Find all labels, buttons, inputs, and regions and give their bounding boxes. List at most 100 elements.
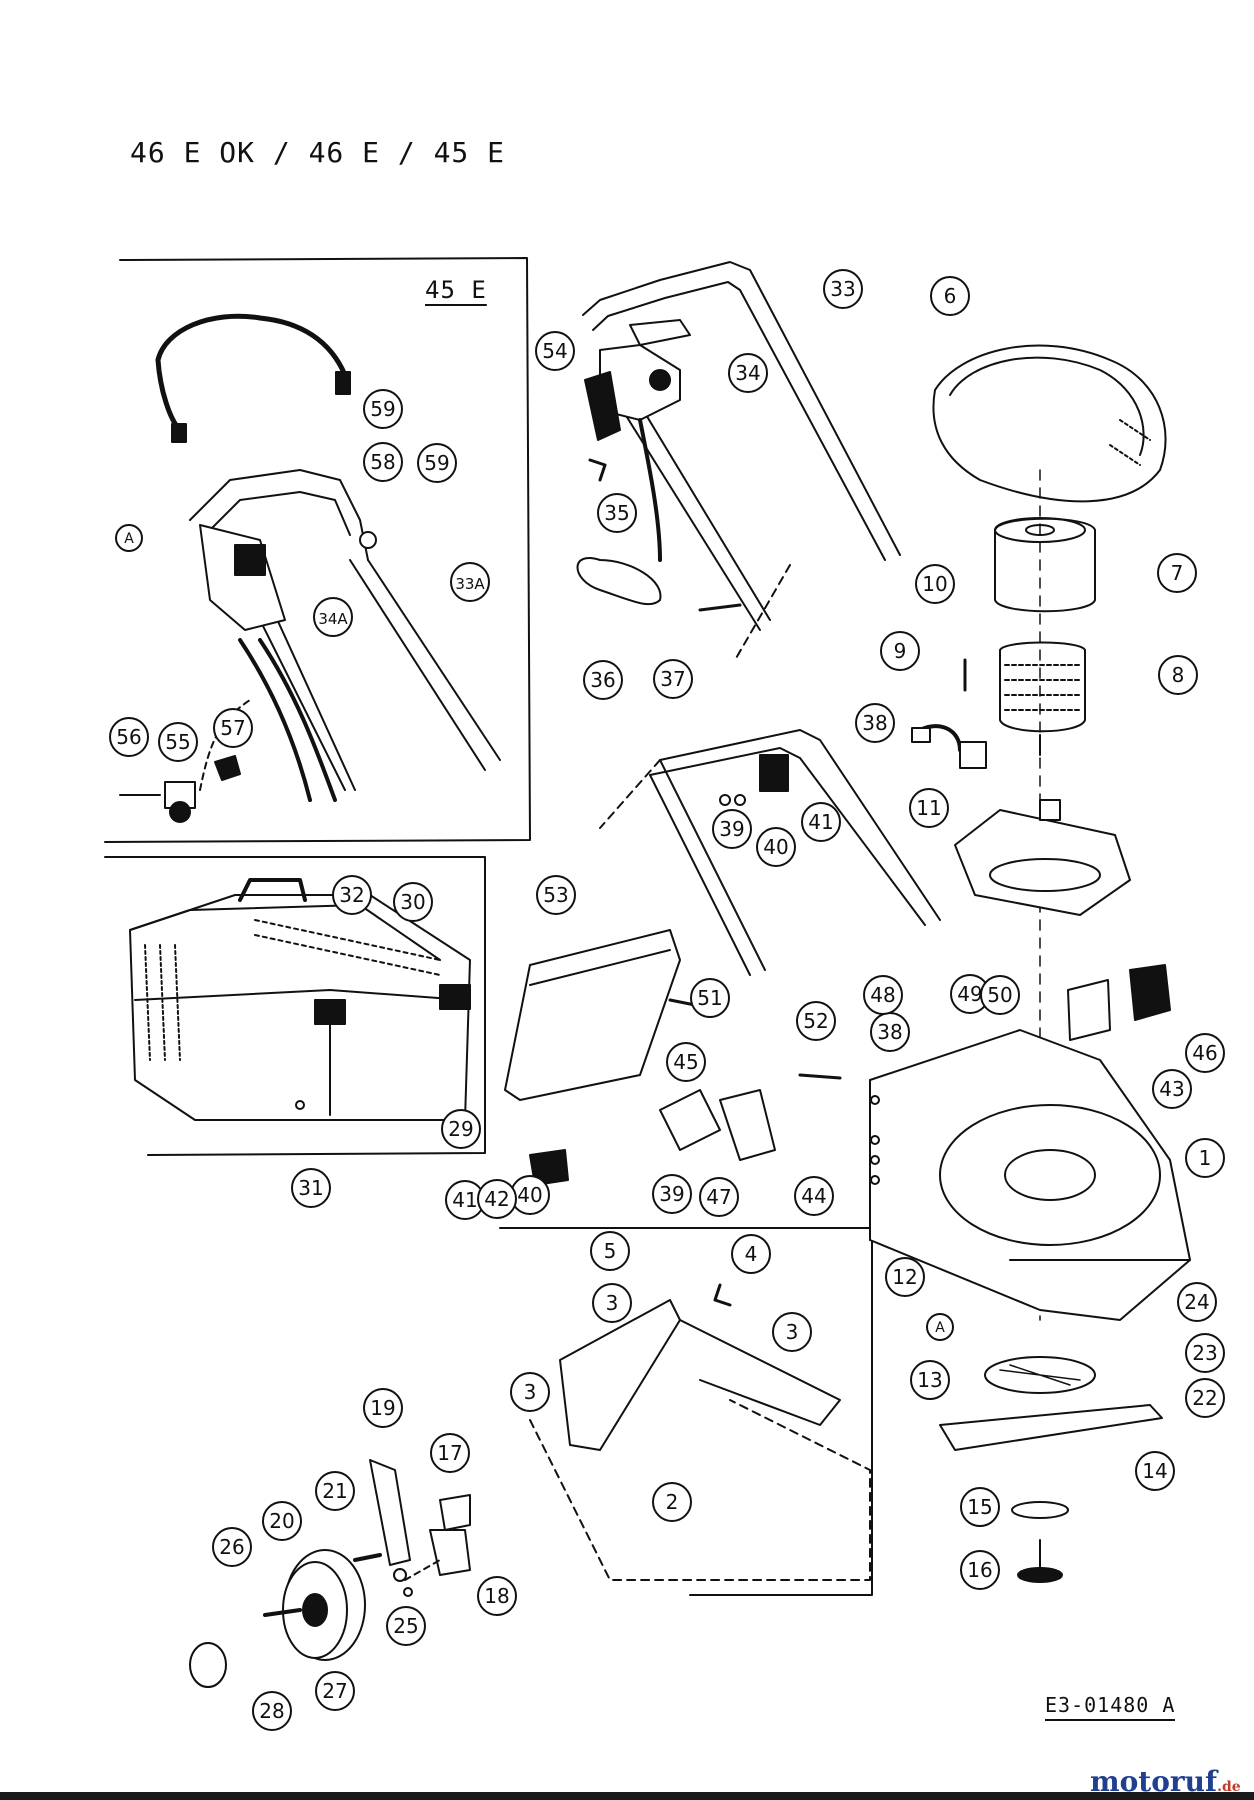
callout-part-59: 59 — [363, 389, 403, 429]
callout-label: 50 — [987, 983, 1012, 1007]
callout-label: 52 — [803, 1009, 828, 1033]
callout-circle — [1177, 1282, 1217, 1322]
callout-label: 30 — [400, 890, 425, 914]
callout-label: 31 — [298, 1176, 323, 1200]
callout-part-15: 15 — [960, 1487, 1000, 1527]
callout-circle — [863, 975, 903, 1015]
callout-circle — [535, 331, 575, 371]
callout-part-24: 24 — [1177, 1282, 1217, 1322]
blade-assembly-drawing — [939, 1356, 1163, 1583]
callout-label: 29 — [448, 1117, 473, 1141]
callout-circle — [796, 1001, 836, 1041]
callout-part-39: 39 — [652, 1174, 692, 1214]
callout-label: 28 — [259, 1699, 284, 1723]
motor-mount-drawing — [954, 799, 1131, 916]
callout-circle — [417, 443, 457, 483]
callout-circle — [1185, 1378, 1225, 1418]
callout-circle — [252, 1691, 292, 1731]
callout-circle — [980, 975, 1020, 1015]
callout-label: 55 — [165, 730, 190, 754]
cable-tie-drawing — [576, 458, 742, 612]
callout-circle — [510, 1372, 550, 1412]
callout-label: 17 — [437, 1441, 462, 1465]
callout-part-14: 14 — [1135, 1451, 1175, 1491]
callout-circle — [597, 493, 637, 533]
callout-part-33: 33 — [823, 269, 863, 309]
callout-part-32: 32 — [332, 875, 372, 915]
callout-part-21: 21 — [315, 1471, 355, 1511]
callout-part-56: 56 — [109, 717, 149, 757]
callout-part-39: 39 — [712, 809, 752, 849]
callout-circle — [1185, 1138, 1225, 1178]
callout-label: 37 — [660, 667, 685, 691]
callout-label: 32 — [339, 883, 364, 907]
drawing-reference: E3-01480 A — [1045, 1693, 1176, 1721]
callout-label: 41 — [452, 1188, 477, 1212]
callout-part-16: 16 — [960, 1550, 1000, 1590]
callout-label: 35 — [604, 501, 629, 525]
callout-label: 56 — [116, 725, 141, 749]
callout-label: 36 — [590, 668, 615, 692]
callout-part-3: 3 — [592, 1283, 632, 1323]
callout-part-4: 4 — [731, 1234, 771, 1274]
callout-circle — [855, 703, 895, 743]
callout-circle — [291, 1168, 331, 1208]
callout-label: 18 — [484, 1584, 509, 1608]
callout-part-34: 34 — [728, 353, 768, 393]
callout-circle — [960, 1550, 1000, 1590]
callout-circle — [430, 1433, 470, 1473]
callout-part-36: 36 — [583, 660, 623, 700]
callout-label: 20 — [269, 1509, 294, 1533]
callout-circle — [109, 717, 149, 757]
callout-circle — [690, 978, 730, 1018]
callout-circle — [652, 1174, 692, 1214]
callout-label: 23 — [1192, 1341, 1217, 1365]
callout-circle — [363, 442, 403, 482]
callout-part-41: 41 — [801, 802, 841, 842]
callout-part-3: 3 — [510, 1372, 550, 1412]
callout-part-13: 13 — [910, 1360, 950, 1400]
callout-circle — [590, 1231, 630, 1271]
callout-circle — [728, 353, 768, 393]
callout-part-48: 48 — [863, 975, 903, 1015]
mower-deck-drawing — [869, 1029, 1191, 1321]
callout-label: 38 — [862, 711, 887, 735]
callout-part-12: 12 — [885, 1257, 925, 1297]
callout-part-47: 47 — [699, 1177, 739, 1217]
callout-part-37: 37 — [653, 659, 693, 699]
callout-part-55: 55 — [158, 722, 198, 762]
callout-label: 34A — [318, 610, 348, 628]
callout-label: 42 — [484, 1187, 509, 1211]
callout-circle — [652, 1482, 692, 1522]
callout-part-7: 7 — [1157, 553, 1197, 593]
callout-label: 14 — [1142, 1459, 1167, 1483]
callout-part-19: 19 — [363, 1388, 403, 1428]
callout-label: 34 — [735, 361, 760, 385]
callout-circle — [441, 1109, 481, 1149]
callout-part-52: 52 — [796, 1001, 836, 1041]
callout-part-31: 31 — [291, 1168, 331, 1208]
callout-part-27: 27 — [315, 1671, 355, 1711]
callout-circle — [823, 269, 863, 309]
callout-circle — [915, 564, 955, 604]
callout-circle — [536, 875, 576, 915]
callout-label: 19 — [370, 1396, 395, 1420]
inset-label: 45 E — [425, 276, 487, 304]
callout-part-53: 53 — [536, 875, 576, 915]
callout-circle — [315, 1471, 355, 1511]
callout-part-42: 42 — [477, 1179, 517, 1219]
callout-label: 11 — [916, 796, 941, 820]
callout-label: 16 — [967, 1558, 992, 1582]
callout-label: 22 — [1192, 1386, 1217, 1410]
callout-layer: 1233345678910111213141516171819202122232… — [109, 269, 1225, 1731]
callout-label: 24 — [1184, 1290, 1209, 1314]
callout-part-10: 10 — [915, 564, 955, 604]
callout-circle — [363, 1388, 403, 1428]
callout-part-17: 17 — [430, 1433, 470, 1473]
callout-label: 46 — [1192, 1041, 1217, 1065]
callout-circle — [731, 1234, 771, 1274]
callout-circle — [960, 1487, 1000, 1527]
callout-label: 41 — [808, 810, 833, 834]
callout-part-3: 3 — [772, 1312, 812, 1352]
callout-part-9: 9 — [880, 631, 920, 671]
